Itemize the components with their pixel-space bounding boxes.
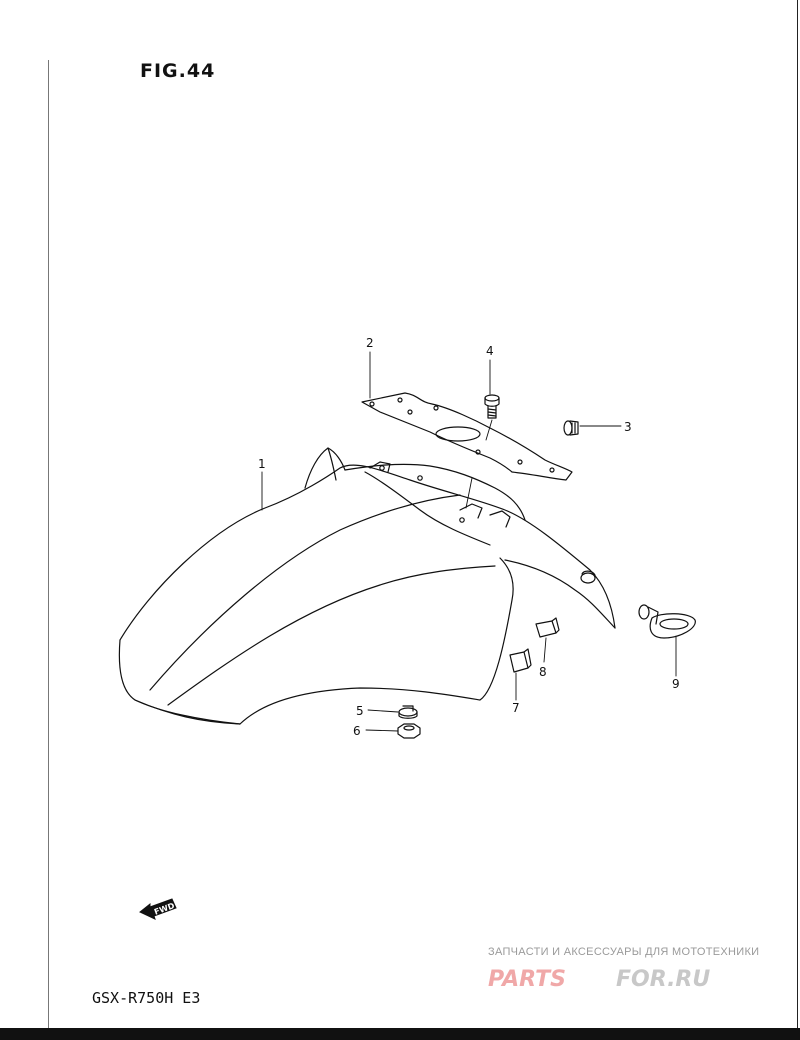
screw-3-drawing xyxy=(563,420,579,436)
cushion-7-drawing xyxy=(509,648,532,673)
model-code: GSX-R750H E3 xyxy=(92,989,201,1007)
callout-4: 4 xyxy=(486,344,494,358)
reflector-grommet-9-drawing xyxy=(638,604,696,639)
callout-1: 1 xyxy=(258,457,266,471)
cushion-8-drawing xyxy=(535,617,560,638)
left-margin-rule xyxy=(48,60,49,1030)
front-fender-drawing xyxy=(118,447,616,725)
fwd-label: FWD xyxy=(153,901,176,917)
washer-5-drawing xyxy=(398,705,418,719)
forward-arrow-icon: FWD xyxy=(139,898,177,920)
watermark-brand-left: PARTS xyxy=(488,967,566,992)
callout-2: 2 xyxy=(366,336,374,350)
watermark-caption: ЗАПЧАСТИ И АКСЕССУАРЫ ДЛЯ МОТОТЕХНИКИ xyxy=(488,946,760,958)
callout-5: 5 xyxy=(356,704,364,718)
callout-8: 8 xyxy=(539,665,547,679)
figure-title: FIG.44 xyxy=(140,60,216,82)
nut-6-drawing xyxy=(397,723,421,739)
callout-7: 7 xyxy=(512,701,520,715)
leader-lines xyxy=(261,351,677,732)
right-border-rule xyxy=(797,0,798,1030)
callout-3: 3 xyxy=(624,420,632,434)
watermark-brand-right: FOR.RU xyxy=(616,967,710,992)
bottom-border-bar xyxy=(0,1028,800,1040)
watermark-logo: PARTS FOR.RU xyxy=(488,967,710,992)
callout-6: 6 xyxy=(353,724,361,738)
callout-9: 9 xyxy=(672,677,680,691)
screw-4-drawing xyxy=(484,394,500,419)
callout-labels: 1 2 3 4 5 6 7 8 9 xyxy=(258,336,680,738)
fender-brace-drawing xyxy=(361,392,573,481)
